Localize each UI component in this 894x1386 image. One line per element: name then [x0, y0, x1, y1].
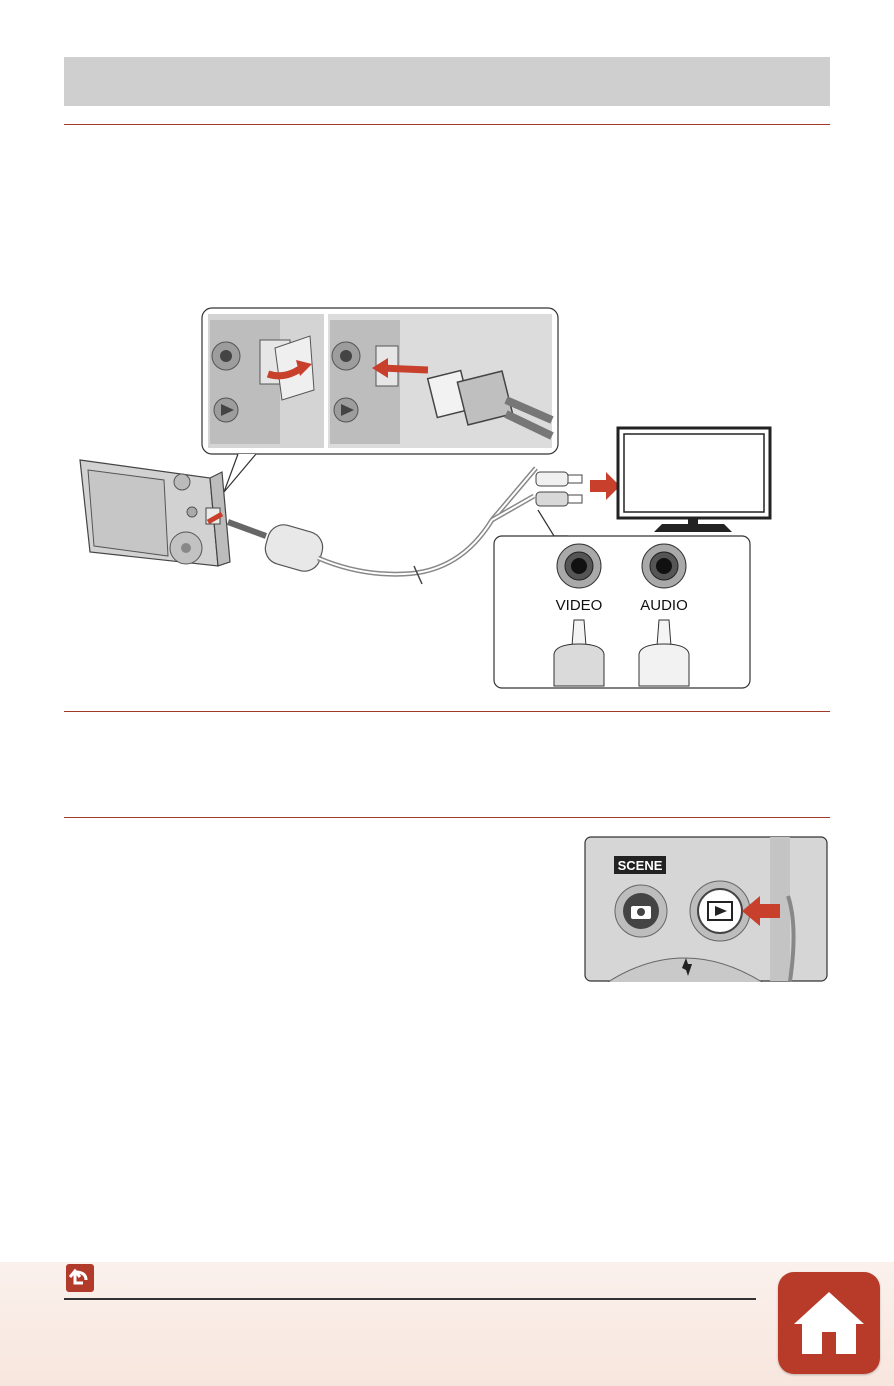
home-button[interactable]	[778, 1272, 880, 1374]
port-inset	[201, 307, 559, 493]
section-rule-1	[64, 124, 830, 125]
playback-button-diagram: SCENE	[584, 836, 828, 982]
connection-diagram: VIDEO AUDIO	[79, 307, 772, 689]
flash-icon	[682, 958, 692, 976]
section-rule-3	[64, 817, 830, 818]
back-arrow-icon	[68, 1268, 88, 1285]
press-arrow	[742, 896, 780, 926]
scene-badge	[614, 856, 666, 874]
jack-inset: VIDEO AUDIO	[493, 509, 751, 689]
tv-illustration	[616, 426, 772, 532]
section-title-bar	[64, 57, 830, 106]
camera-illustration	[79, 459, 231, 567]
av-cable	[226, 466, 583, 585]
direction-arrow	[590, 472, 620, 500]
audio-jack-label: AUDIO	[640, 597, 688, 614]
back-button[interactable]	[66, 1264, 94, 1292]
section-rule-2	[64, 711, 830, 712]
page-footer	[0, 1262, 894, 1386]
home-icon	[794, 1292, 864, 1354]
footer-rule	[64, 1298, 756, 1300]
video-jack-label: VIDEO	[556, 597, 603, 614]
play-icon	[715, 906, 727, 916]
scene-label: SCENE	[618, 858, 663, 873]
